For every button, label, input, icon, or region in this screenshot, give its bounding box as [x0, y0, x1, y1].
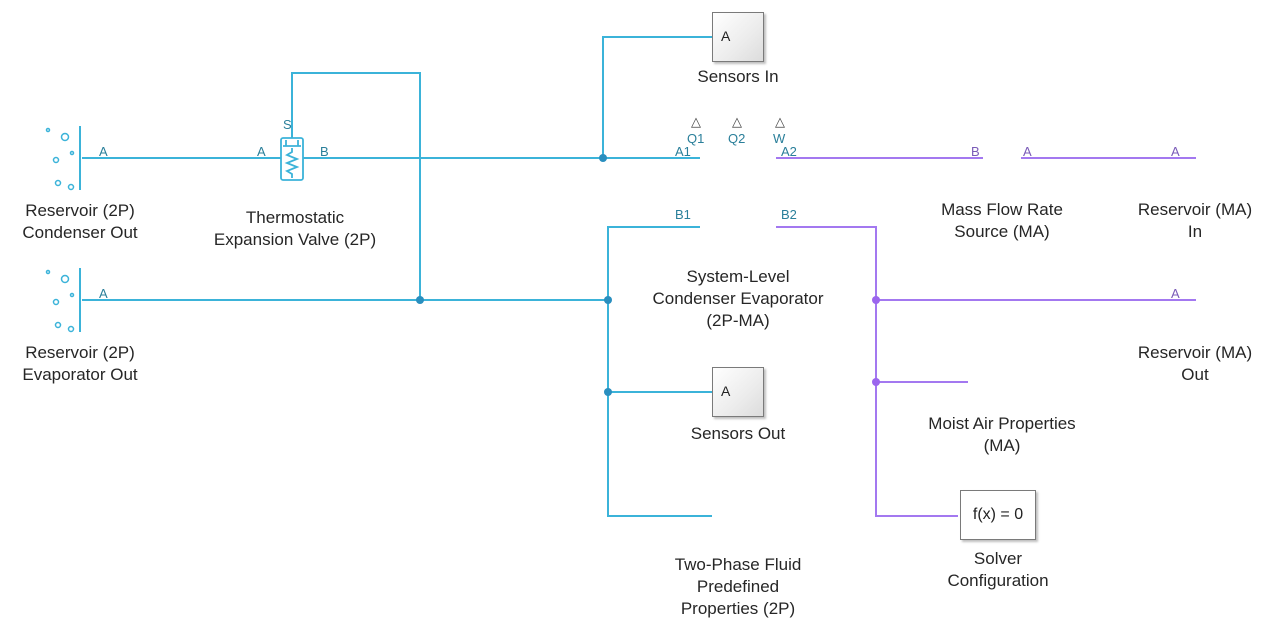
delta-icon: △	[691, 114, 701, 129]
connection-hx-b1[interactable]	[607, 226, 712, 517]
junction-dot	[599, 154, 607, 162]
solver-equation-text: f(x) = 0	[972, 506, 1024, 523]
solver-configuration-block[interactable]: f(x) = 0	[960, 490, 1036, 540]
delta-icon: △	[732, 114, 742, 129]
sensors-in-port-label: A	[721, 28, 731, 44]
sensors-out-port-label: A	[721, 383, 731, 399]
tev-block[interactable]	[280, 137, 304, 181]
port-label: A1	[675, 144, 691, 159]
port-label: A	[1171, 286, 1180, 301]
reservoir-2p-evaporator-label: Reservoir (2P) Evaporator Out	[22, 343, 138, 384]
sensors-out-block[interactable]: A	[712, 367, 764, 417]
port-label: A2	[781, 144, 797, 159]
reservoir-ma-out-label: Reservoir (MA) Out	[1137, 343, 1253, 384]
port-label: A	[1171, 144, 1180, 159]
connection-sensors-in[interactable]	[602, 36, 712, 158]
sensors-in-block[interactable]: A	[712, 12, 764, 62]
bubbles-icon	[45, 269, 75, 333]
port-label: A	[257, 144, 266, 159]
sensors-out-label: Sensors Out	[690, 424, 786, 443]
moist-air-connections	[776, 157, 1196, 517]
reservoir-ma-in-label: Reservoir (MA) In	[1137, 200, 1253, 241]
port-label: Q1	[687, 131, 705, 146]
moist-air-label: Moist Air Properties (MA)	[928, 414, 1076, 455]
port-label: B1	[675, 207, 691, 222]
junction-dot	[604, 388, 612, 396]
reservoir-2p-evaporator-block[interactable]	[45, 268, 81, 333]
port-label: A	[1023, 144, 1032, 159]
reservoir-2p-condenser-block[interactable]	[45, 126, 81, 191]
two-phase-connections	[82, 36, 712, 517]
reservoir-2p-condenser-label: Reservoir (2P) Condenser Out	[22, 201, 138, 242]
sensors-in-label: Sensors In	[697, 67, 779, 86]
tev-label: Thermostatic Expansion Valve (2P)	[213, 208, 377, 249]
spring-icon	[284, 148, 300, 178]
mass-flow-label: Mass Flow Rate Source (MA)	[941, 200, 1063, 241]
junction-dot	[416, 296, 424, 304]
delta-icon: △	[775, 114, 785, 129]
connection-hx-b2[interactable]	[776, 226, 958, 517]
connection-tev-sensing[interactable]	[291, 72, 421, 300]
junction-dot	[872, 296, 880, 304]
junction-dot	[872, 378, 880, 386]
moist-air-junctions	[872, 296, 880, 386]
port-label: B	[971, 144, 980, 159]
two-phase-junctions	[416, 154, 612, 396]
port-label: A	[99, 144, 108, 159]
port-label: Q2	[728, 131, 746, 146]
port-label: W	[773, 131, 786, 146]
valve-body	[280, 137, 304, 181]
two-phase-fluid-label: Two-Phase Fluid Predefined Properties (2…	[674, 555, 802, 618]
bubbles-icon	[45, 127, 75, 191]
solver-label: Solver Configuration	[947, 549, 1049, 590]
port-label: A	[99, 286, 108, 301]
port-label: S	[283, 117, 292, 132]
port-label: B2	[781, 207, 797, 222]
junction-dot	[604, 296, 612, 304]
condenser-evaporator-label: System-Level Condenser Evaporator (2P-MA…	[652, 267, 824, 330]
port-label: B	[320, 144, 329, 159]
